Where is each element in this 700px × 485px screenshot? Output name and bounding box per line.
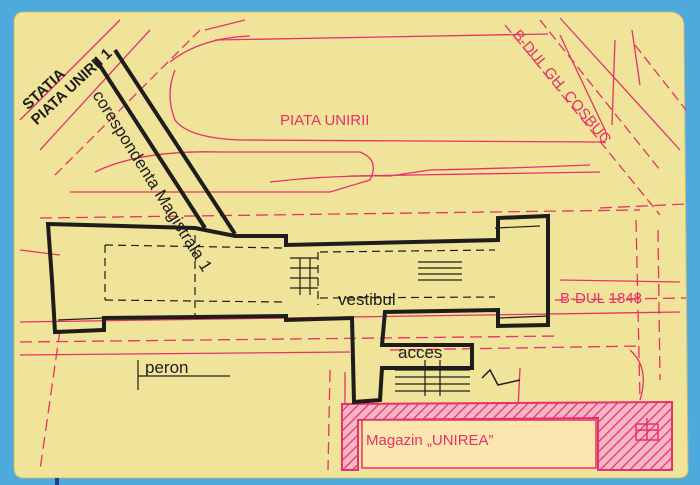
access-label: acces	[398, 343, 442, 362]
square-label: PIATA UNIRII	[280, 112, 369, 129]
building-icon	[635, 418, 659, 441]
platform-label: peron	[145, 358, 188, 377]
station-walls	[45, 48, 550, 405]
magazin-unirea-building	[341, 400, 673, 471]
street-lines	[19, 17, 687, 471]
frame-tick	[55, 478, 59, 485]
boulevard-1848-label: B-DUL 1848	[560, 290, 642, 307]
department-store-label: Magazin „UNIREA”	[366, 432, 494, 449]
vestibule-label: vestibul	[338, 290, 396, 309]
station-interior	[57, 225, 549, 396]
